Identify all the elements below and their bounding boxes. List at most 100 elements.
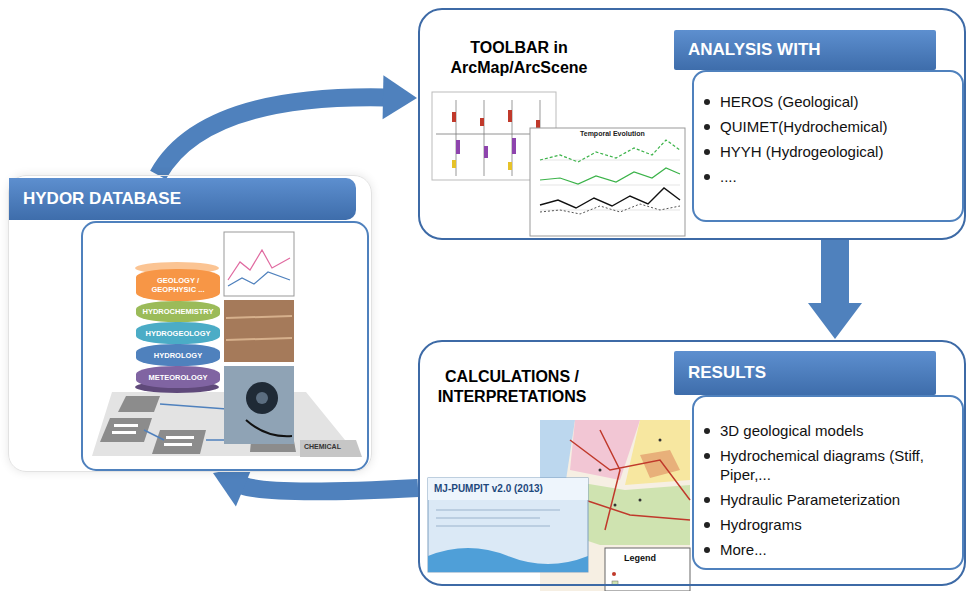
software-screenshot (428, 478, 588, 572)
map-part-part (585, 500, 690, 520)
log-chart-part-part (452, 160, 456, 168)
screenshots-part-part (226, 338, 292, 340)
header-label: ANALYSIS WITH (674, 40, 821, 60)
software-screenshot-part-part (436, 518, 540, 519)
line-chart-part (530, 128, 685, 236)
layer-label: GEOLOGY / GEOPHYSIC ... (136, 276, 220, 294)
panel-heading: HYDOR DATABASE (9, 178, 356, 220)
arrow-body (243, 485, 418, 491)
map-part (599, 439, 662, 507)
flow-arrow (808, 240, 862, 339)
header-band: RESULTS (674, 351, 936, 395)
bullet-item: QUIMET(Hydrochemical) (694, 117, 962, 136)
header-label: RESULTS (674, 363, 766, 383)
log-chart-part-part (484, 100, 485, 176)
bullet-item: HYYH (Hydrogeological) (694, 142, 962, 161)
panel-title: TOOLBAR in ArcMap/ArcScene (434, 38, 604, 78)
screenshots-part (224, 366, 294, 444)
log-chart-part-part (484, 146, 488, 158)
software-title: MJ-PUMPIT v2.0 (2013) (434, 483, 543, 494)
log-chart-part-part (480, 118, 484, 126)
data-layer: GEOLOGY / GEOPHYSIC ... (136, 269, 220, 301)
schema-sheets-part (300, 440, 362, 457)
line-chart-part (540, 204, 680, 214)
line-chart-part-part (540, 185, 680, 186)
screenshots-part (256, 392, 268, 404)
panel-title: CALCULATIONS / INTERPRETATIONS (427, 367, 597, 407)
database-frame (82, 222, 368, 470)
screenshots (224, 232, 294, 444)
arrow-head (383, 75, 417, 119)
software-screenshot-part-part (436, 526, 550, 527)
screenshots-part (224, 300, 294, 362)
schema-sheets-part-part (152, 430, 206, 454)
log-chart-part (452, 160, 512, 170)
bullet-item: Hydraulic Parameterization (694, 490, 962, 509)
screenshots-part (228, 272, 290, 286)
log-chart-part-part (456, 140, 460, 154)
map-part-part (614, 504, 617, 507)
map-part-part (599, 469, 602, 472)
layer-label: METEOROLOGY (145, 373, 210, 382)
software-screenshot-part-part (436, 510, 560, 511)
cylinder-ends (135, 262, 219, 393)
map-part-part (612, 572, 616, 576)
map-legend-title: Legend (624, 553, 656, 563)
log-chart-part (456, 100, 540, 176)
arrow-body (158, 97, 385, 175)
log-chart-part-part (452, 112, 456, 122)
software-screenshot-part (428, 478, 588, 500)
screenshots-part (224, 232, 294, 296)
line-chart-part (540, 140, 680, 162)
database-frame-part (82, 222, 368, 470)
data-layer: METEOROLOGY (136, 366, 220, 388)
schema-sheets-part-part (118, 396, 160, 412)
table-name: CHEMICAL (304, 443, 341, 450)
analysis-panel: TOOLBAR in ArcMap/ArcScene ANALYSIS WITH H… (418, 8, 966, 240)
bullet-box: HEROS (Geological) QUIMET(Hydrochemical) H… (692, 70, 964, 222)
line-chart-part (540, 188, 680, 208)
arrow-head (808, 303, 862, 339)
map-part (640, 450, 680, 478)
software-screenshot-part (428, 548, 588, 572)
bullet-box: 3D geological modelsHydrochemical diagra… (692, 395, 964, 570)
data-layer: HYDROGEOLOGY (136, 322, 220, 344)
data-layer: HYDROCHEMISTRY (136, 301, 220, 322)
line-chart-part (540, 168, 680, 184)
bullet-item: HEROS (Geological) (694, 92, 962, 111)
header-band: ANALYSIS WITH (674, 30, 936, 70)
screenshots-part (246, 420, 292, 436)
screenshots-part (246, 382, 278, 414)
schema-sheets-part-part (112, 431, 136, 434)
log-chart-part-part (512, 138, 516, 154)
chart-title: Temporal Evolution (580, 130, 645, 137)
map-part (612, 572, 616, 576)
layer-label: HYDROGEOLOGY (142, 329, 213, 338)
bullet-item: More... (694, 540, 962, 559)
screenshots-part (228, 250, 290, 280)
log-chart-part-part (508, 162, 512, 170)
screenshots-part (226, 316, 292, 340)
bullet-item: Hydrochemical diagrams (Stiff, Piper,... (694, 446, 962, 484)
software-screenshot-part (428, 478, 588, 572)
results-panel: CALCULATIONS / INTERPRETATIONS RESULTS 3D … (418, 340, 966, 586)
schema-sheets-part-part (144, 430, 164, 440)
map-part (625, 420, 690, 485)
bullet-item: .... (694, 167, 962, 186)
data-layer: HYDROLOGY (136, 344, 220, 366)
line-chart-part-part (540, 160, 680, 161)
schema-sheets-part-part (166, 436, 194, 439)
line-chart (530, 128, 685, 236)
software-screenshot-part (436, 510, 560, 526)
map-part-part (639, 499, 642, 502)
screenshots-part-part (226, 316, 292, 318)
database-panel: HYDOR DATABASE GEOLOGY / GEOPHYSIC ... HYD… (8, 175, 372, 472)
map-part-part (659, 439, 662, 442)
arrow-body (821, 240, 849, 305)
layer-label: HYDROLOGY (151, 351, 205, 360)
schema-sheets-part-part (114, 424, 138, 427)
flow-arrow (158, 75, 417, 175)
schema-sheets-part-part (164, 443, 192, 446)
map-part-part (600, 430, 620, 530)
